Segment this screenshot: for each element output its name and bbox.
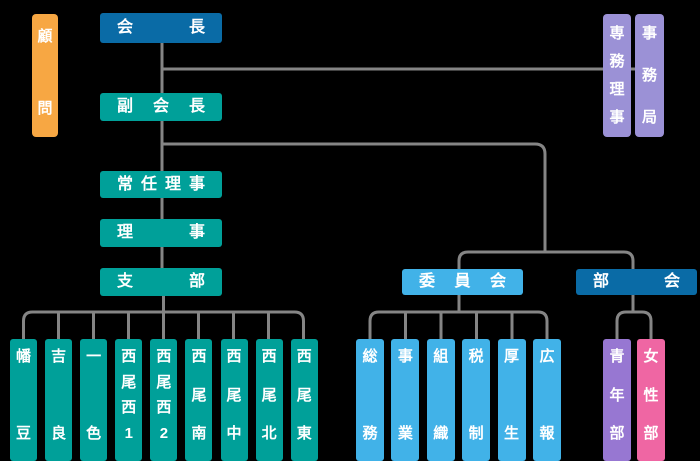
node-committee: 総務 [356,339,384,461]
node-committee: 事業 [391,339,420,461]
node-youth-division: 青年部 [603,339,631,461]
node-director: 理事 [100,219,222,247]
node-standing-director: 常任理事 [100,171,222,198]
node-branch: 西尾南 [185,339,213,461]
node-executive-director: 専務理事 [603,14,631,137]
node-branch: 西尾中 [220,339,248,461]
node-branch: 西尾東 [290,339,318,461]
node-branch: 一色 [80,339,108,461]
node-branch: 西尾北 [255,339,283,461]
node-women-division: 女性部 [637,339,665,461]
node-president: 会長 [100,13,222,43]
node-committee-hq: 委員会 [402,269,523,295]
node-secretariat: 事務局 [635,14,664,137]
node-division-hq: 部会 [576,269,697,295]
node-vice-president: 副会長 [100,93,222,121]
node-branch: 幡豆 [10,339,37,461]
node-branch: 吉良 [45,339,73,461]
node-branch-hq: 支部 [100,268,222,296]
node-advisor: 顧問 [32,14,58,137]
node-committee: 厚生 [497,339,526,461]
committee-row: 総務 事業 組織 税制 厚生 広報 [356,339,561,461]
node-committee: 広報 [532,339,561,461]
node-committee: 組織 [426,339,455,461]
node-committee: 税制 [462,339,491,461]
